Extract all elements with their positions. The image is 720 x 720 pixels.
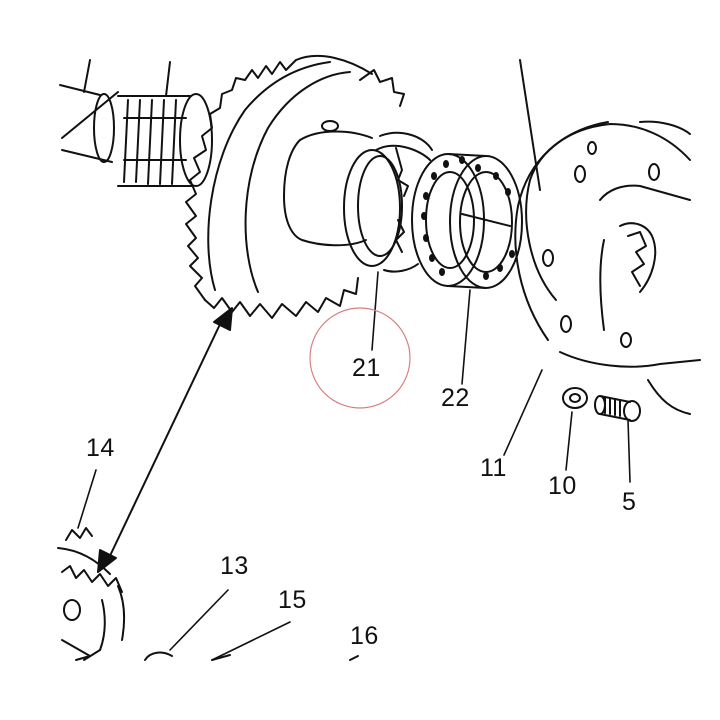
callout-15: 15: [278, 586, 307, 614]
lock-washer-part-10: [562, 387, 588, 409]
arrow-head-bottom: [97, 549, 117, 573]
highlight-circle: [309, 307, 411, 409]
circlip-part-21: [343, 131, 433, 273]
arrow-head-top: [213, 307, 233, 331]
callout-10: 10: [548, 472, 577, 500]
stud-bolt-part-5: [594, 395, 641, 422]
lower-gear-fragment: [57, 527, 359, 661]
callout-14: 14: [86, 434, 115, 462]
callout-13: 13: [220, 552, 249, 580]
callout-5: 5: [622, 488, 637, 516]
callout-16: 16: [350, 622, 379, 650]
large-spur-gear: [185, 54, 405, 319]
needle-roller-bearing: [59, 59, 213, 187]
double-headed-arrow: [97, 307, 233, 573]
callout-21: 21: [352, 354, 381, 382]
callout-11: 11: [480, 454, 507, 482]
hub-flange-part-11: [514, 59, 701, 415]
leader-lines: [77, 271, 631, 661]
callout-22: 22: [441, 384, 470, 412]
tapered-roller-bearing-part-22: [411, 153, 523, 289]
